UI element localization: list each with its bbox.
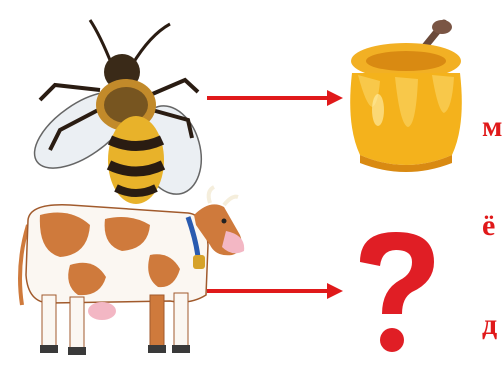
arrow-icon	[205, 281, 345, 301]
honey-label-line2: ё	[482, 209, 504, 242]
bee-icon	[20, 10, 210, 205]
honey-label-line1: м	[482, 110, 504, 143]
arrow-icon	[205, 88, 345, 108]
honey-pot-icon	[340, 15, 475, 175]
honey-label: м ё д	[482, 44, 504, 374]
cow-icon	[10, 185, 250, 365]
question-mark-icon	[352, 228, 442, 358]
honey-label-line3: д	[482, 308, 504, 341]
